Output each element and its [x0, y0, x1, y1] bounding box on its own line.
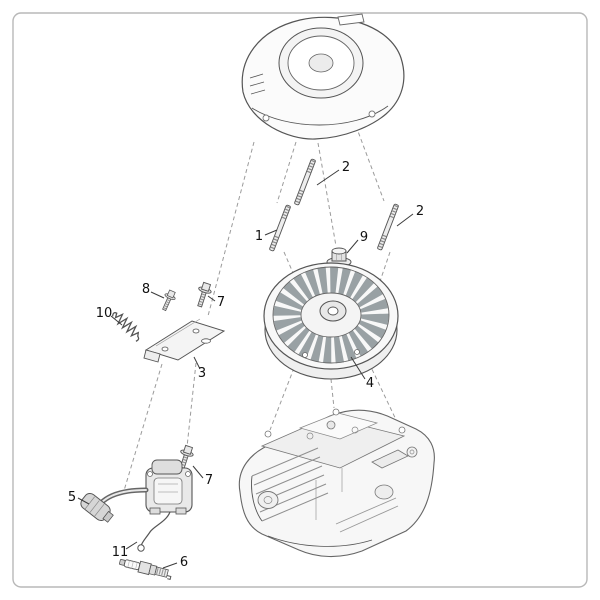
- callout-label-5: 5: [68, 490, 76, 505]
- callout-label-7-upper: 7: [217, 295, 225, 310]
- callout-label-6: 6: [180, 555, 188, 570]
- spark-plug-boot: [80, 492, 114, 523]
- callout-label-11: 11: [112, 545, 129, 560]
- callout-label-3: 3: [198, 366, 206, 381]
- callout-label-9: 9: [360, 230, 368, 245]
- screw-7-upper: [197, 281, 212, 308]
- leader-lines: [77, 169, 414, 569]
- stud-1: [269, 204, 291, 252]
- blower-housing: [241, 13, 405, 140]
- callout-label-2-right: 2: [416, 204, 424, 219]
- callout-label-7-lower: 7: [205, 473, 213, 488]
- flywheel: [263, 262, 399, 380]
- engine-crankcase: [238, 408, 435, 558]
- callout-label-1: 1: [255, 229, 263, 244]
- callout-label-2-upper: 2: [342, 160, 350, 175]
- screw-7-lower: [179, 444, 194, 471]
- callout-label-4: 4: [366, 376, 374, 391]
- spark-plug-lead: [98, 487, 149, 506]
- spark-plug: [119, 559, 172, 581]
- callout-labels: 2 1 2 9 8 7 10 3 4 7 5 11 6: [68, 160, 424, 570]
- callout-label-8: 8: [142, 282, 150, 297]
- ignition-bracket: [143, 318, 226, 363]
- callout-label-10: 10: [96, 306, 113, 321]
- ignition-coil: [145, 459, 193, 515]
- stud-2-upper: [294, 158, 316, 206]
- spring: [112, 312, 140, 342]
- stud-2-right: [377, 203, 399, 251]
- kill-wire: [137, 511, 171, 552]
- screw-8: [162, 289, 176, 312]
